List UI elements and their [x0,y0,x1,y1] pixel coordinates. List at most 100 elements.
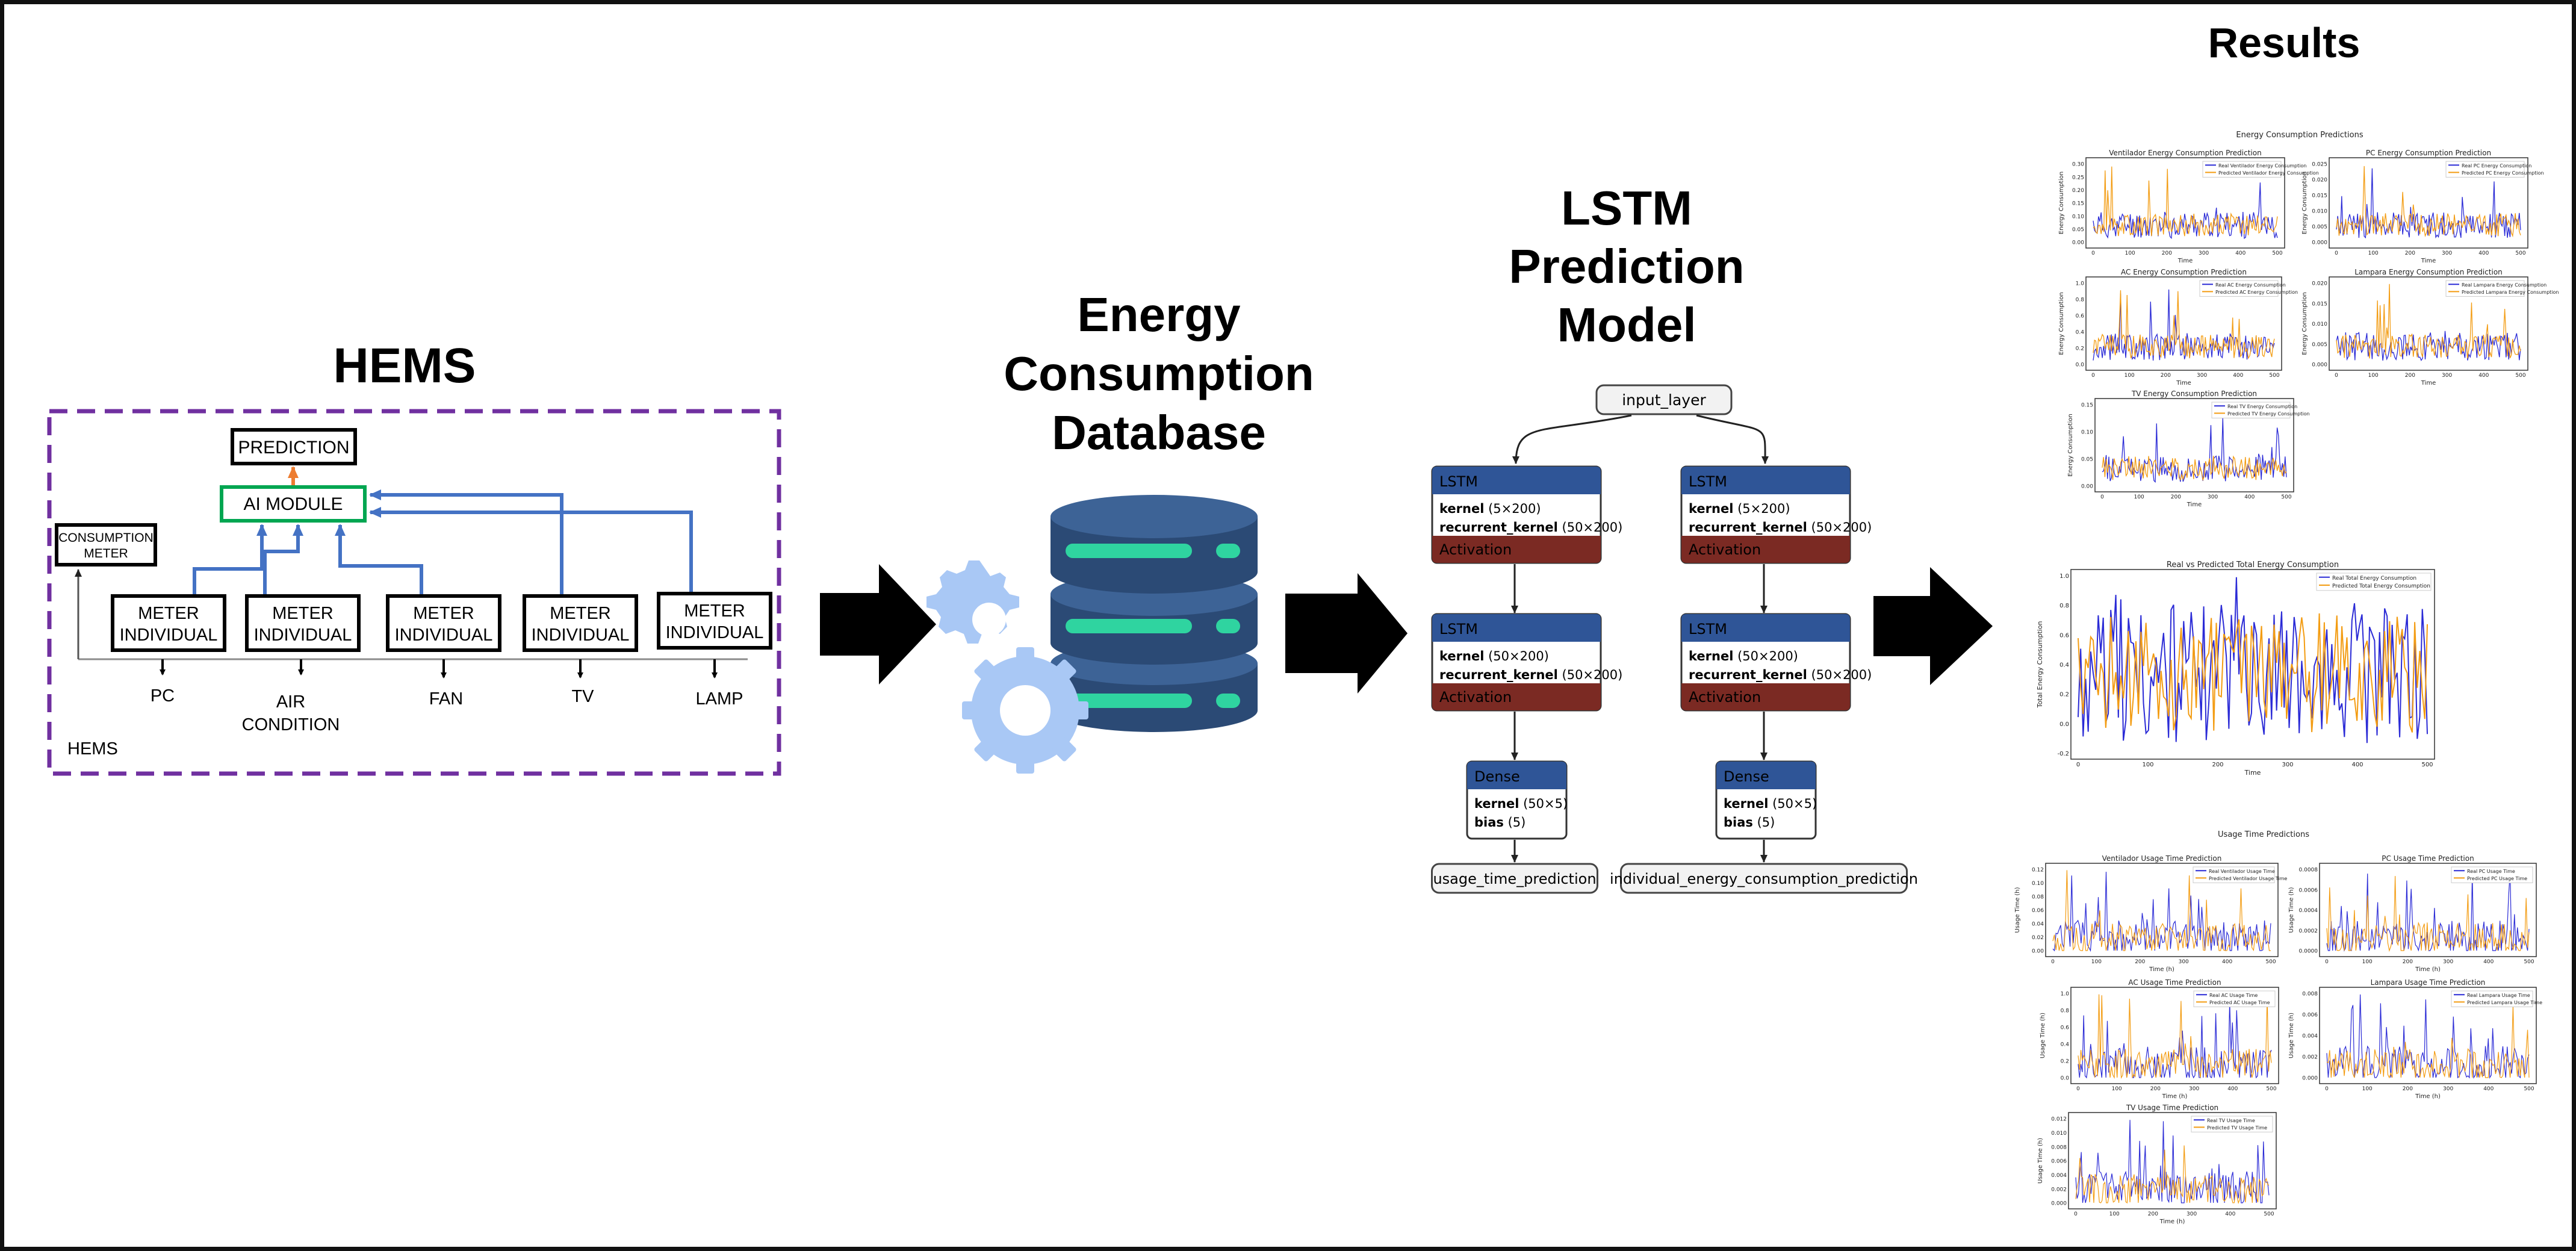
lstm-layer-1-row-1: kernel (5×200) [1439,501,1541,516]
x-tick-label: 300 [2179,959,2189,965]
consumption-meter-label-2: METER [84,547,128,560]
legend-entry: Real PC Energy Consumption [2462,163,2531,169]
y-tick-label: 0.0 [2061,1076,2070,1082]
x-tick-label: 100 [2112,1086,2122,1092]
y-axis-label: Energy Consumption [2058,172,2065,234]
x-tick-label: 400 [2235,250,2245,256]
result-chart: AC Energy Consumption Prediction0.00.20.… [2058,268,2298,386]
consumption-meter-box [55,523,157,567]
y-tick-label: 0.12 [2032,868,2044,874]
x-tick-label: 400 [2225,1211,2235,1217]
svg-text:METER: METER [272,604,334,623]
y-tick-label: 0.020 [2312,178,2327,184]
lstm-layer-2-row-1: kernel (50×200) [1439,649,1549,663]
result-chart: AC Usage Time Prediction0.00.20.40.60.81… [2040,978,2279,1100]
x-tick-label: 0 [2325,1086,2329,1092]
svg-text:INDIVIDUAL: INDIVIDUAL [666,623,764,642]
y-tick-label: 1.0 [2061,992,2070,998]
x-tick-label: 100 [2125,250,2135,256]
y-tick-label: 0.008 [2051,1144,2067,1150]
real-series-line [2336,331,2521,361]
x-axis-label: Time (h) [2162,1093,2188,1100]
x-tick-label: 500 [2524,1086,2534,1092]
x-tick-label: 500 [2515,250,2525,256]
meter-to-device-arrows [160,659,718,678]
x-tick-label: 100 [2109,1211,2120,1217]
database-title-3: Database [1052,406,1266,459]
svg-text:INDIVIDUAL: INDIVIDUAL [120,626,218,645]
y-tick-label: 0.8 [2076,297,2085,303]
y-tick-label: 0.05 [2072,227,2084,233]
y-tick-label: 0.00 [2072,240,2084,246]
y-tick-label: 0.010 [2312,321,2327,327]
x-tick-label: 100 [2362,959,2373,965]
chart-title: Lampara Energy Consumption Prediction [2354,268,2503,276]
svg-text:METER: METER [138,604,199,623]
lstm-layer-2-title: LSTM [1689,621,1727,638]
legend-entry: Real Lampara Usage Time [2467,993,2530,998]
x-tick-label: 200 [2161,373,2171,379]
meter-individual-1: METER INDIVIDUAL [111,594,226,652]
legend-entry: Real Lampara Energy Consumption [2462,282,2547,288]
x-tick-label: 100 [2124,373,2135,379]
y-axis-label: Total Energy Consumption [2036,621,2044,708]
x-tick-label: 400 [2351,762,2363,768]
real-series-line [2093,289,2275,361]
database-title-2: Consumption [1004,347,1314,400]
energy-charts: Ventilador Energy Consumption Prediction… [2058,149,2559,508]
x-tick-label: 200 [2212,762,2223,768]
lstm-layer-1-row-1: kernel (5×200) [1689,501,1790,516]
svg-text:INDIVIDUAL: INDIVIDUAL [254,626,352,645]
x-tick-label: 200 [2162,250,2172,256]
legend-entry: Predicted Total Energy Consumption [2332,583,2430,589]
y-tick-label: 0.015 [2312,193,2327,199]
lstm-title-3: Model [1557,298,1696,352]
y-tick-label: 0.004 [2051,1173,2067,1179]
y-tick-label: 0.010 [2312,209,2327,215]
chart-legend: Real Lampara Energy ConsumptionPredicted… [2445,280,2559,297]
x-axis-label: Time (h) [2159,1218,2185,1225]
lstm-layer-2-row-2: recurrent_kernel (50×200) [1689,668,1872,682]
predicted-series-line [2336,166,2521,238]
x-tick-label: 500 [2421,762,2433,768]
prediction-label: PREDICTION [238,438,349,458]
result-chart: Real vs Predicted Total Energy Consumpti… [2036,560,2435,777]
y-tick-label: 0.04 [2032,922,2044,928]
y-axis-label: Usage Time (h) [2040,1013,2046,1058]
y-tick-label: 0.06 [2032,908,2044,914]
legend-entry: Real Ventilador Usage Time [2209,869,2275,874]
meter-individual-2: METER INDIVIDUAL [245,594,361,652]
x-axis-label: Time [2177,258,2193,264]
input-layer-label: input_layer [1622,391,1706,409]
x-tick-label: 400 [2222,959,2232,965]
x-tick-label: 300 [2442,373,2452,379]
x-axis-label: Time [2186,501,2202,508]
real-series-line [2093,182,2278,240]
y-tick-label: 0.002 [2302,1055,2318,1061]
x-tick-label: 400 [2478,373,2489,379]
x-tick-label: 100 [2362,1086,2373,1092]
y-tick-label: 0.005 [2312,225,2327,231]
x-tick-label: 300 [2208,494,2218,500]
y-tick-label: 0.2 [2076,346,2084,352]
x-axis-label: Time [2421,258,2436,264]
y-tick-label: 0.0008 [2299,868,2318,874]
predicted-series-line [2078,994,2272,1079]
meter-individual-4: METER INDIVIDUAL [523,594,638,652]
y-tick-label: 0.0 [2076,362,2085,368]
y-tick-label: 0.00 [2032,949,2044,955]
lstm-layer-1-row-2: recurrent_kernel (50×200) [1689,520,1872,535]
x-tick-label: 400 [2483,1086,2494,1092]
x-tick-label: 0 [2091,373,2095,379]
legend-entry: Predicted TV Usage Time [2207,1125,2267,1131]
hems-footer-label: HEMS [67,739,118,759]
lstm-layer-1-activation: Activation [1689,541,1761,558]
legend-entry: Predicted PC Energy Consumption [2462,170,2544,176]
y-tick-label: 0.20 [2072,188,2084,194]
hems-title: HEMS [334,338,476,393]
